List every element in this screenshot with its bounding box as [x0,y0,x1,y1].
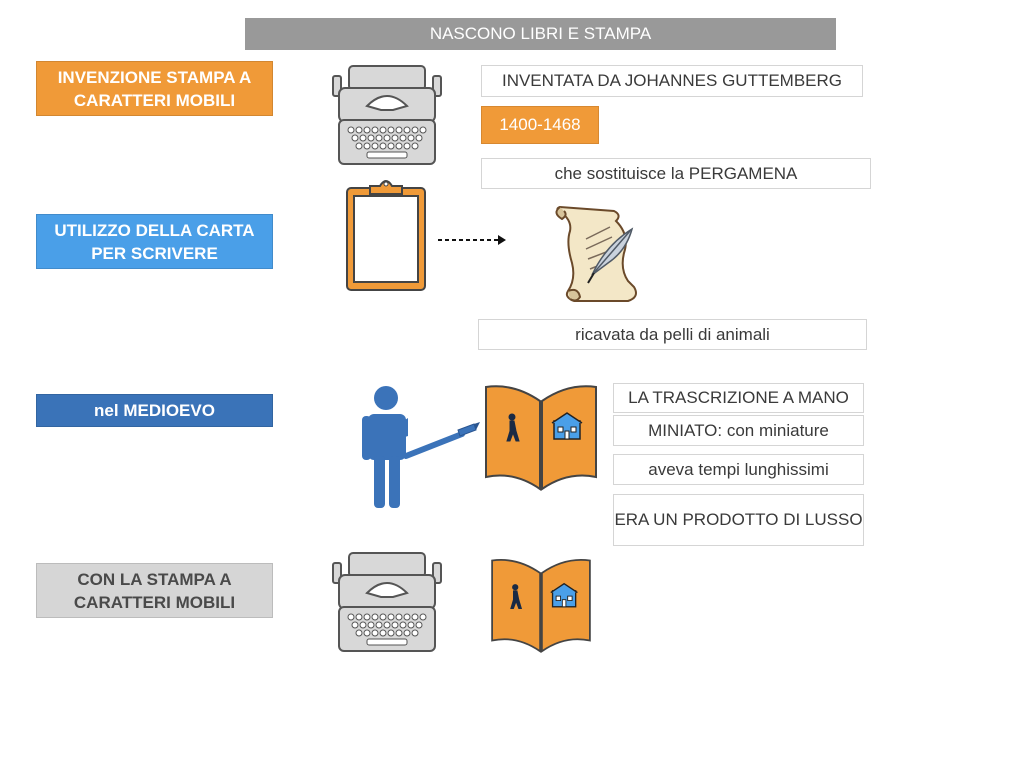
label-invenzione-stampa: INVENZIONE STAMPA A CARATTERI MOBILI [36,61,273,116]
walking-person-icon [510,584,523,609]
house-icon [550,582,578,608]
box-inventata: INVENTATA DA JOHANNES GUTTEMBERG [481,65,863,97]
parchment-scroll-icon [555,205,637,302]
label-con-la-stampa: CON LA STAMPA A CARATTERI MOBILI [36,563,273,618]
box-lusso: ERA UN PRODOTTO DI LUSSO [613,494,864,546]
typewriter-icon [332,552,442,652]
box-tempi: aveva tempi lunghissimi [613,454,864,485]
walking-person-icon [506,413,520,442]
person-writing-icon [362,386,480,508]
typewriter-icon [332,65,442,165]
clipboard-icon [346,180,426,291]
label-medioevo: nel MEDIOEVO [36,394,273,427]
label-utilizzo-carta: UTILIZZO DELLA CARTA PER SCRIVERE [36,214,273,269]
dashed-arrow-icon [438,235,506,245]
box-trascrizione: LA TRASCRIZIONE A MANO [613,383,864,413]
box-miniato: MINIATO: con miniature [613,415,864,446]
open-book-icon [491,559,591,653]
house-icon [551,412,583,440]
box-date: 1400-1468 [481,106,599,144]
box-ricavata: ricavata da pelli di animali [478,319,867,350]
box-sostituisce: che sostituisce la PERGAMENA [481,158,871,189]
page-title: NASCONO LIBRI E STAMPA [245,18,836,50]
open-book-icon [485,385,597,491]
